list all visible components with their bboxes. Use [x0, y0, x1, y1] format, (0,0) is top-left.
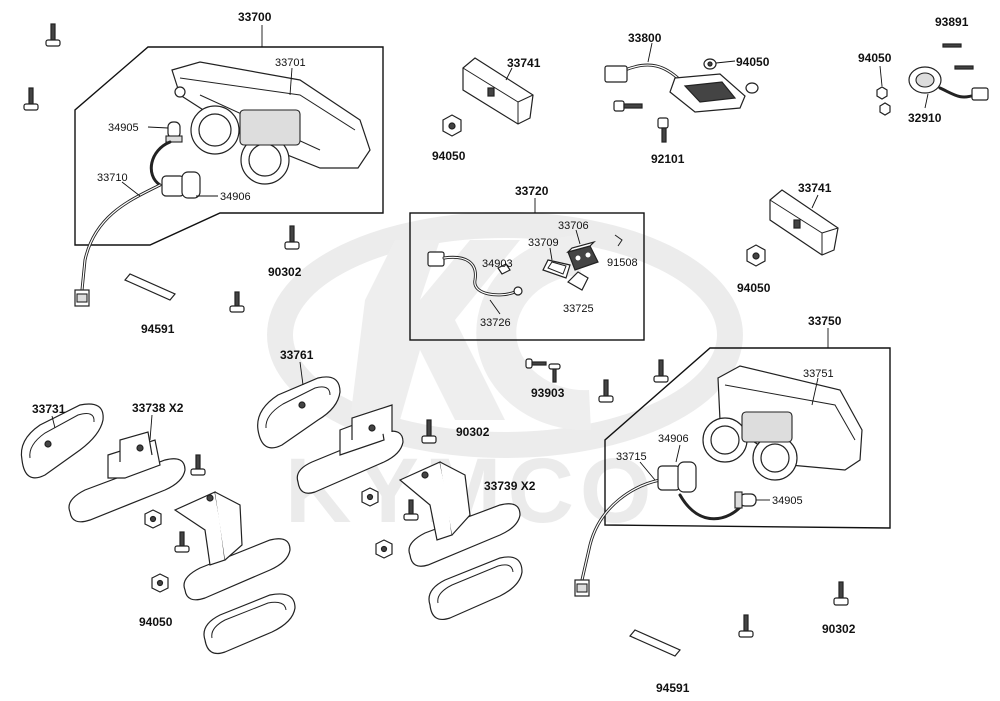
label-33701: 33701: [275, 57, 306, 69]
label-33738: 33738 X2: [132, 401, 184, 415]
label-33726: 33726: [480, 317, 511, 329]
nuts-94050-c: [876, 86, 891, 116]
screw-left-1: [45, 23, 61, 47]
washer-94050-b: [703, 58, 717, 70]
reflector-33741-right: [769, 189, 839, 256]
label-93891: 93891: [935, 15, 969, 29]
screw-bottom-mid: [738, 614, 754, 638]
bracket-33738-b: [173, 491, 291, 601]
clip-33725: [567, 271, 589, 291]
gasket-33709: [542, 259, 571, 279]
screw-bottom-3: [403, 499, 419, 521]
label-94050-d: 94050: [737, 281, 771, 295]
label-33706: 33706: [558, 220, 589, 232]
label-94050-a: 94050: [432, 149, 466, 163]
label-33720: 33720: [515, 184, 549, 198]
tail-light-housing-33751: [702, 365, 863, 481]
screw-92101: [613, 100, 669, 143]
label-33710: 33710: [97, 172, 128, 184]
nut-bottom-3: [361, 487, 379, 507]
group-frame-33720: [409, 212, 645, 341]
label-94050-b: 94050: [736, 55, 770, 69]
screws-93903: [525, 358, 561, 383]
nut-94050-e: [151, 573, 169, 593]
screw-bottom-1: [190, 454, 206, 476]
label-94591-right: 94591: [656, 681, 690, 695]
reflector-33761: [257, 376, 341, 449]
lens-bottom-mid: [428, 556, 523, 621]
group-frame-33750: [604, 347, 891, 529]
reflector-33731: [20, 403, 104, 479]
label-34903: 34903: [482, 258, 513, 270]
washer-extra: [745, 82, 759, 94]
bulb-34905-right: [734, 491, 757, 509]
label-33741-top: 33741: [507, 56, 541, 70]
strip-94591-left: [124, 273, 176, 301]
label-34905-left: 34905: [108, 122, 139, 134]
label-33761: 33761: [280, 348, 314, 362]
label-94050-c: 94050: [858, 51, 892, 65]
reflector-33741-top: [462, 57, 534, 125]
label-94591-left: 94591: [141, 322, 175, 336]
label-90302-c: 90302: [822, 622, 856, 636]
tail-light-housing-33701: [171, 61, 371, 185]
label-33751: 33751: [803, 368, 834, 380]
screw-left-2: [23, 87, 39, 111]
harness-33715: [574, 461, 744, 597]
bracket-33739: [398, 461, 521, 567]
label-32910: 32910: [908, 111, 942, 125]
screw-90302-c: [833, 581, 849, 606]
label-34905-right: 34905: [772, 495, 803, 507]
label-33725: 33725: [563, 303, 594, 315]
harness-33726: [427, 251, 523, 297]
label-33709: 33709: [528, 237, 559, 249]
label-33750: 33750: [808, 314, 842, 328]
lens-bottom-left: [203, 593, 296, 655]
label-33741-right: 33741: [798, 181, 832, 195]
screw-bottom-2: [174, 531, 190, 553]
harness-33710: [74, 140, 201, 307]
license-light-33800: [604, 63, 746, 113]
strip-94591-right: [629, 629, 681, 657]
screw-right-1: [653, 359, 669, 383]
nut-bottom-4: [375, 539, 393, 559]
terminal-34903: [497, 263, 511, 275]
screw-mid-small: [229, 291, 245, 313]
label-33715: 33715: [616, 451, 647, 463]
label-33731: 33731: [32, 402, 66, 416]
label-93903: 93903: [531, 386, 565, 400]
nut-94050-a: [442, 114, 462, 137]
label-33800: 33800: [628, 31, 662, 45]
label-92101: 92101: [651, 152, 685, 166]
screw-right-2: [598, 379, 614, 403]
bracket-33738-a: [68, 431, 186, 523]
label-91508: 91508: [607, 257, 638, 269]
label-90302-b: 90302: [456, 425, 490, 439]
label-90302-a: 90302: [268, 265, 302, 279]
label-33700: 33700: [238, 10, 272, 24]
label-33739: 33739 X2: [484, 479, 536, 493]
bracket-mid: [296, 404, 404, 494]
group-frame-33700: [74, 46, 384, 246]
label-94050-e: 94050: [139, 615, 173, 629]
relay-32910: [908, 43, 989, 101]
label-34906-right: 34906: [658, 433, 689, 445]
connector-33706: [565, 240, 599, 271]
nut-bottom-1: [144, 509, 162, 529]
pin-91508: [614, 234, 623, 247]
label-34906-left: 34906: [220, 191, 251, 203]
screw-90302-b: [421, 419, 437, 444]
nut-94050-d: [746, 244, 766, 267]
bulb-34905-left: [165, 121, 183, 143]
screw-90302-a: [284, 225, 300, 250]
